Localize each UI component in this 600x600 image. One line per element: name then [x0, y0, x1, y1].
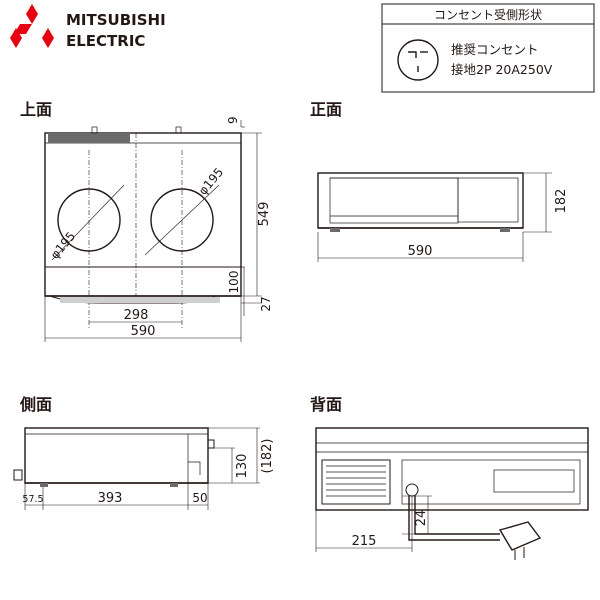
side-view-drawing: [13, 427, 260, 510]
view-title-side: 側面: [19, 395, 52, 414]
back-vent-grille: [326, 465, 386, 497]
top-view-drawing: [44, 120, 262, 342]
front-view-drawing: [317, 172, 552, 262]
dim-top-549: 549: [257, 202, 272, 227]
view-title-front: 正面: [310, 100, 342, 119]
dim-back-215: 215: [352, 534, 377, 549]
dim-back-24: 24: [414, 510, 429, 527]
outlet-spec-box: [381, 3, 595, 93]
dim-side-182: (182): [260, 439, 275, 474]
back-cord-outlet-icon: [405, 483, 419, 497]
brand-name-line1: MITSUBISHI: [66, 11, 166, 29]
dim-top-590: 590: [131, 324, 156, 339]
dim-top-9: 9: [226, 116, 240, 124]
dim-top-27: 27: [259, 296, 273, 311]
view-title-top: 上面: [20, 100, 52, 119]
dim-top-298: 298: [124, 308, 149, 323]
power-plug-icon: [498, 521, 542, 560]
dim-side-393: 393: [98, 491, 123, 506]
dim-front-182: 182: [554, 189, 569, 214]
dim-side-57-5: 57.5: [22, 494, 43, 505]
brand-name-line2: ELECTRIC: [66, 32, 145, 50]
view-title-back: 背面: [310, 395, 342, 414]
outlet-line2: 接地2P 20A250V: [451, 62, 553, 77]
outlet-title: コンセント受側形状: [434, 8, 542, 22]
dim-top-phi-left: φ195: [48, 229, 79, 262]
dim-side-130: 130: [235, 454, 250, 479]
dim-front-590: 590: [408, 244, 433, 259]
mitsubishi-logo-icon: [10, 4, 54, 48]
dim-side-50: 50: [192, 491, 207, 505]
back-view-drawing: [315, 427, 589, 560]
outlet-face-icon: [397, 39, 439, 81]
outlet-line1: 推奨コンセント: [451, 42, 539, 57]
dim-top-100: 100: [227, 271, 241, 294]
